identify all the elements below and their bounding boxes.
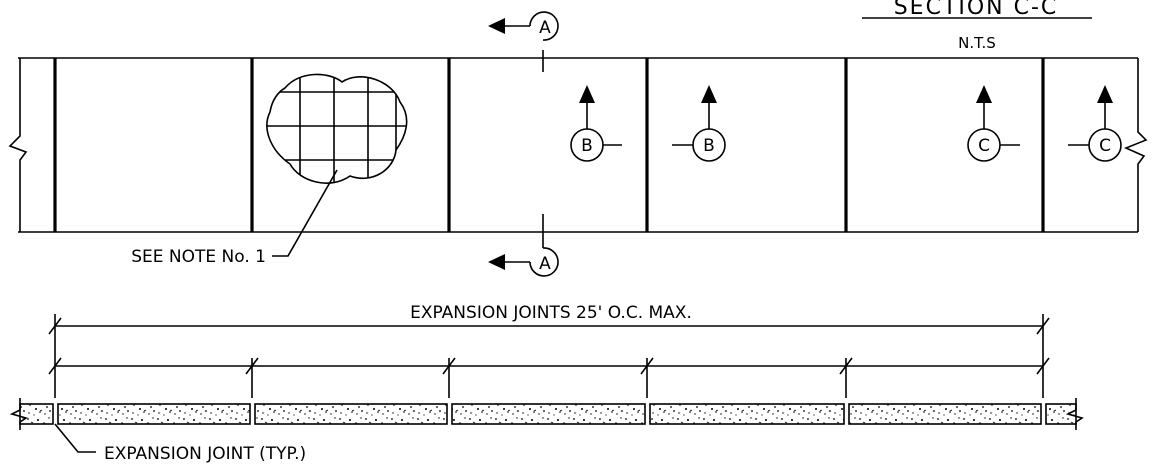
joint-type-callout: EXPANSION JOINT (TYP.) bbox=[104, 444, 306, 464]
arrowhead-up-icon bbox=[701, 85, 717, 103]
note-callout: SEE NOTE No. 1 bbox=[131, 247, 266, 267]
right-break-line bbox=[1123, 58, 1148, 232]
scale-note: N.T.S bbox=[958, 34, 996, 52]
slab-segment-4 bbox=[451, 403, 646, 425]
slab-left-break bbox=[9, 398, 28, 430]
section-b-label-left: B bbox=[581, 136, 593, 156]
section-c-label-right: C bbox=[1099, 136, 1111, 156]
slab-segment-6 bbox=[848, 403, 1042, 425]
note-leader bbox=[272, 169, 338, 257]
section-a-label-top: A bbox=[539, 18, 551, 38]
section-b-marker-left: B bbox=[570, 85, 622, 162]
slab-segment-5 bbox=[649, 403, 845, 425]
section-c-marker-right: C bbox=[1068, 85, 1122, 162]
reinforcement-cutaway bbox=[266, 73, 408, 184]
slab-segment-1 bbox=[19, 403, 54, 425]
joint-leader bbox=[54, 423, 96, 453]
slab-right-break bbox=[1065, 398, 1084, 430]
cutaway-outline bbox=[266, 73, 408, 184]
arrowhead-up-icon bbox=[976, 85, 992, 103]
section-a-marker-top: A bbox=[488, 11, 559, 72]
section-c-marker-left: C bbox=[967, 85, 1020, 162]
arrowhead-up-icon bbox=[579, 85, 595, 103]
plan-view: SEE NOTE No. 1 A A B bbox=[8, 11, 1148, 277]
slab-section: EXPANSION JOINT (TYP.) bbox=[9, 398, 1084, 464]
joint-spacing-label: EXPANSION JOINTS 25' O.C. MAX. bbox=[410, 303, 692, 323]
section-c-label-left: C bbox=[978, 136, 990, 156]
slab-segment-3 bbox=[254, 403, 448, 425]
arrowhead-up-icon bbox=[1097, 85, 1113, 103]
slab-segment-2 bbox=[57, 403, 251, 425]
slab-segment-7 bbox=[1045, 403, 1077, 425]
section-title: SECTION C-C bbox=[894, 0, 1059, 20]
arrowhead-left-icon bbox=[488, 254, 505, 270]
dimension-lines: EXPANSION JOINTS 25' O.C. MAX. bbox=[48, 303, 1050, 398]
section-b-label-right: B bbox=[703, 136, 715, 156]
section-b-marker-right: B bbox=[672, 85, 726, 162]
left-break-line bbox=[8, 58, 28, 232]
section-a-label-bottom: A bbox=[539, 254, 551, 274]
arrowhead-left-icon bbox=[488, 18, 505, 34]
section-a-marker-bottom: A bbox=[488, 214, 559, 277]
